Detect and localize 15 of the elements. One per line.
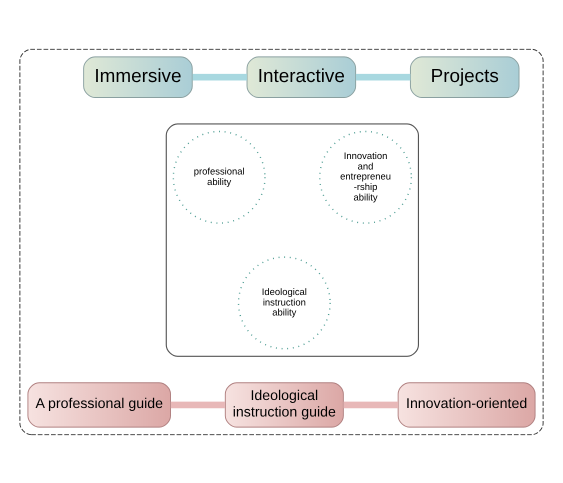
node-circle: professional ability	[172, 130, 266, 224]
cluster	[166, 122, 420, 356]
node-box: Innovation-oriented	[398, 382, 536, 428]
node-box: Interactive	[246, 56, 356, 98]
connector	[192, 73, 247, 80]
connector	[170, 401, 225, 408]
node-box: Immersive	[83, 56, 193, 98]
connector	[343, 401, 398, 408]
node-box: A professional guide	[27, 382, 171, 428]
node-circle: Innovation and entrepreneu -rship ability	[319, 130, 412, 224]
cluster	[19, 48, 544, 435]
node-box: Ideological instruction guide	[224, 382, 344, 428]
node-box: Projects	[410, 56, 520, 98]
node-circle: Ideological instruction ability	[238, 256, 331, 349]
connector	[356, 73, 410, 80]
